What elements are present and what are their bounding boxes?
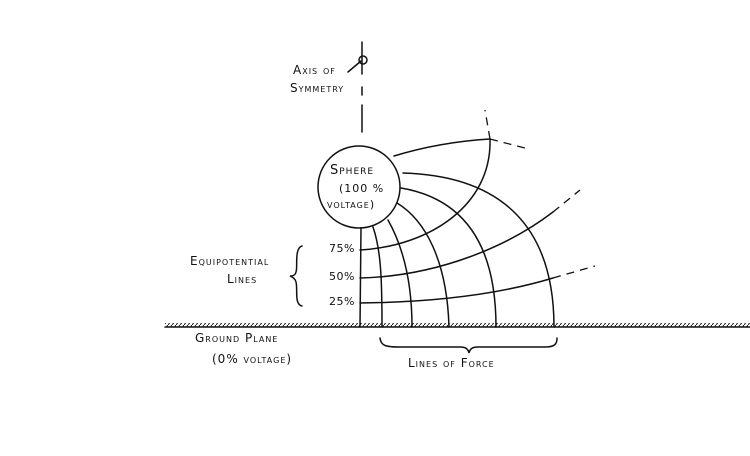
equipotential-lines <box>359 109 596 304</box>
force-line <box>396 202 450 328</box>
lines-of-force-brace <box>379 337 558 354</box>
lines-of-force <box>359 138 555 328</box>
sphere-label-line3: voltage) <box>327 198 376 211</box>
percent-50-label: 50% <box>329 270 355 283</box>
axis-label-line2: Symmetry <box>290 81 345 95</box>
ground-plane-label-line2: (0% voltage) <box>212 352 293 366</box>
equipotential-label-line2: Lines <box>227 272 258 286</box>
force-line <box>393 138 491 157</box>
equipotential-75 <box>359 138 491 251</box>
equipotential-label-line1: Equipotential <box>190 254 270 268</box>
equipotential-25 <box>359 277 554 304</box>
equipotential-50 <box>359 211 554 279</box>
lines-of-force-label: Lines of Force <box>408 356 495 370</box>
force-line <box>387 219 413 328</box>
equipotential-50-dashed <box>552 189 581 213</box>
equipotential-75-dashed <box>484 109 491 140</box>
force-line-dashed <box>489 138 526 149</box>
centerline-symbol-icon <box>347 55 368 73</box>
percent-25-label: 25% <box>329 295 355 308</box>
sphere <box>317 145 401 229</box>
force-line <box>402 172 555 328</box>
sphere-label-line1: Sphere <box>330 163 375 178</box>
percent-75-label: 75% <box>329 242 355 255</box>
ground-plane-label-line1: Ground Plane <box>195 331 279 345</box>
ground-plane <box>164 323 750 328</box>
equipotential-brace <box>289 245 303 307</box>
force-line <box>372 226 383 328</box>
axis-label-line1: Axis of <box>293 63 336 77</box>
force-line <box>400 187 497 328</box>
sphere-label-line2: (100 % <box>339 182 385 195</box>
equipotential-25-dashed <box>552 265 596 279</box>
